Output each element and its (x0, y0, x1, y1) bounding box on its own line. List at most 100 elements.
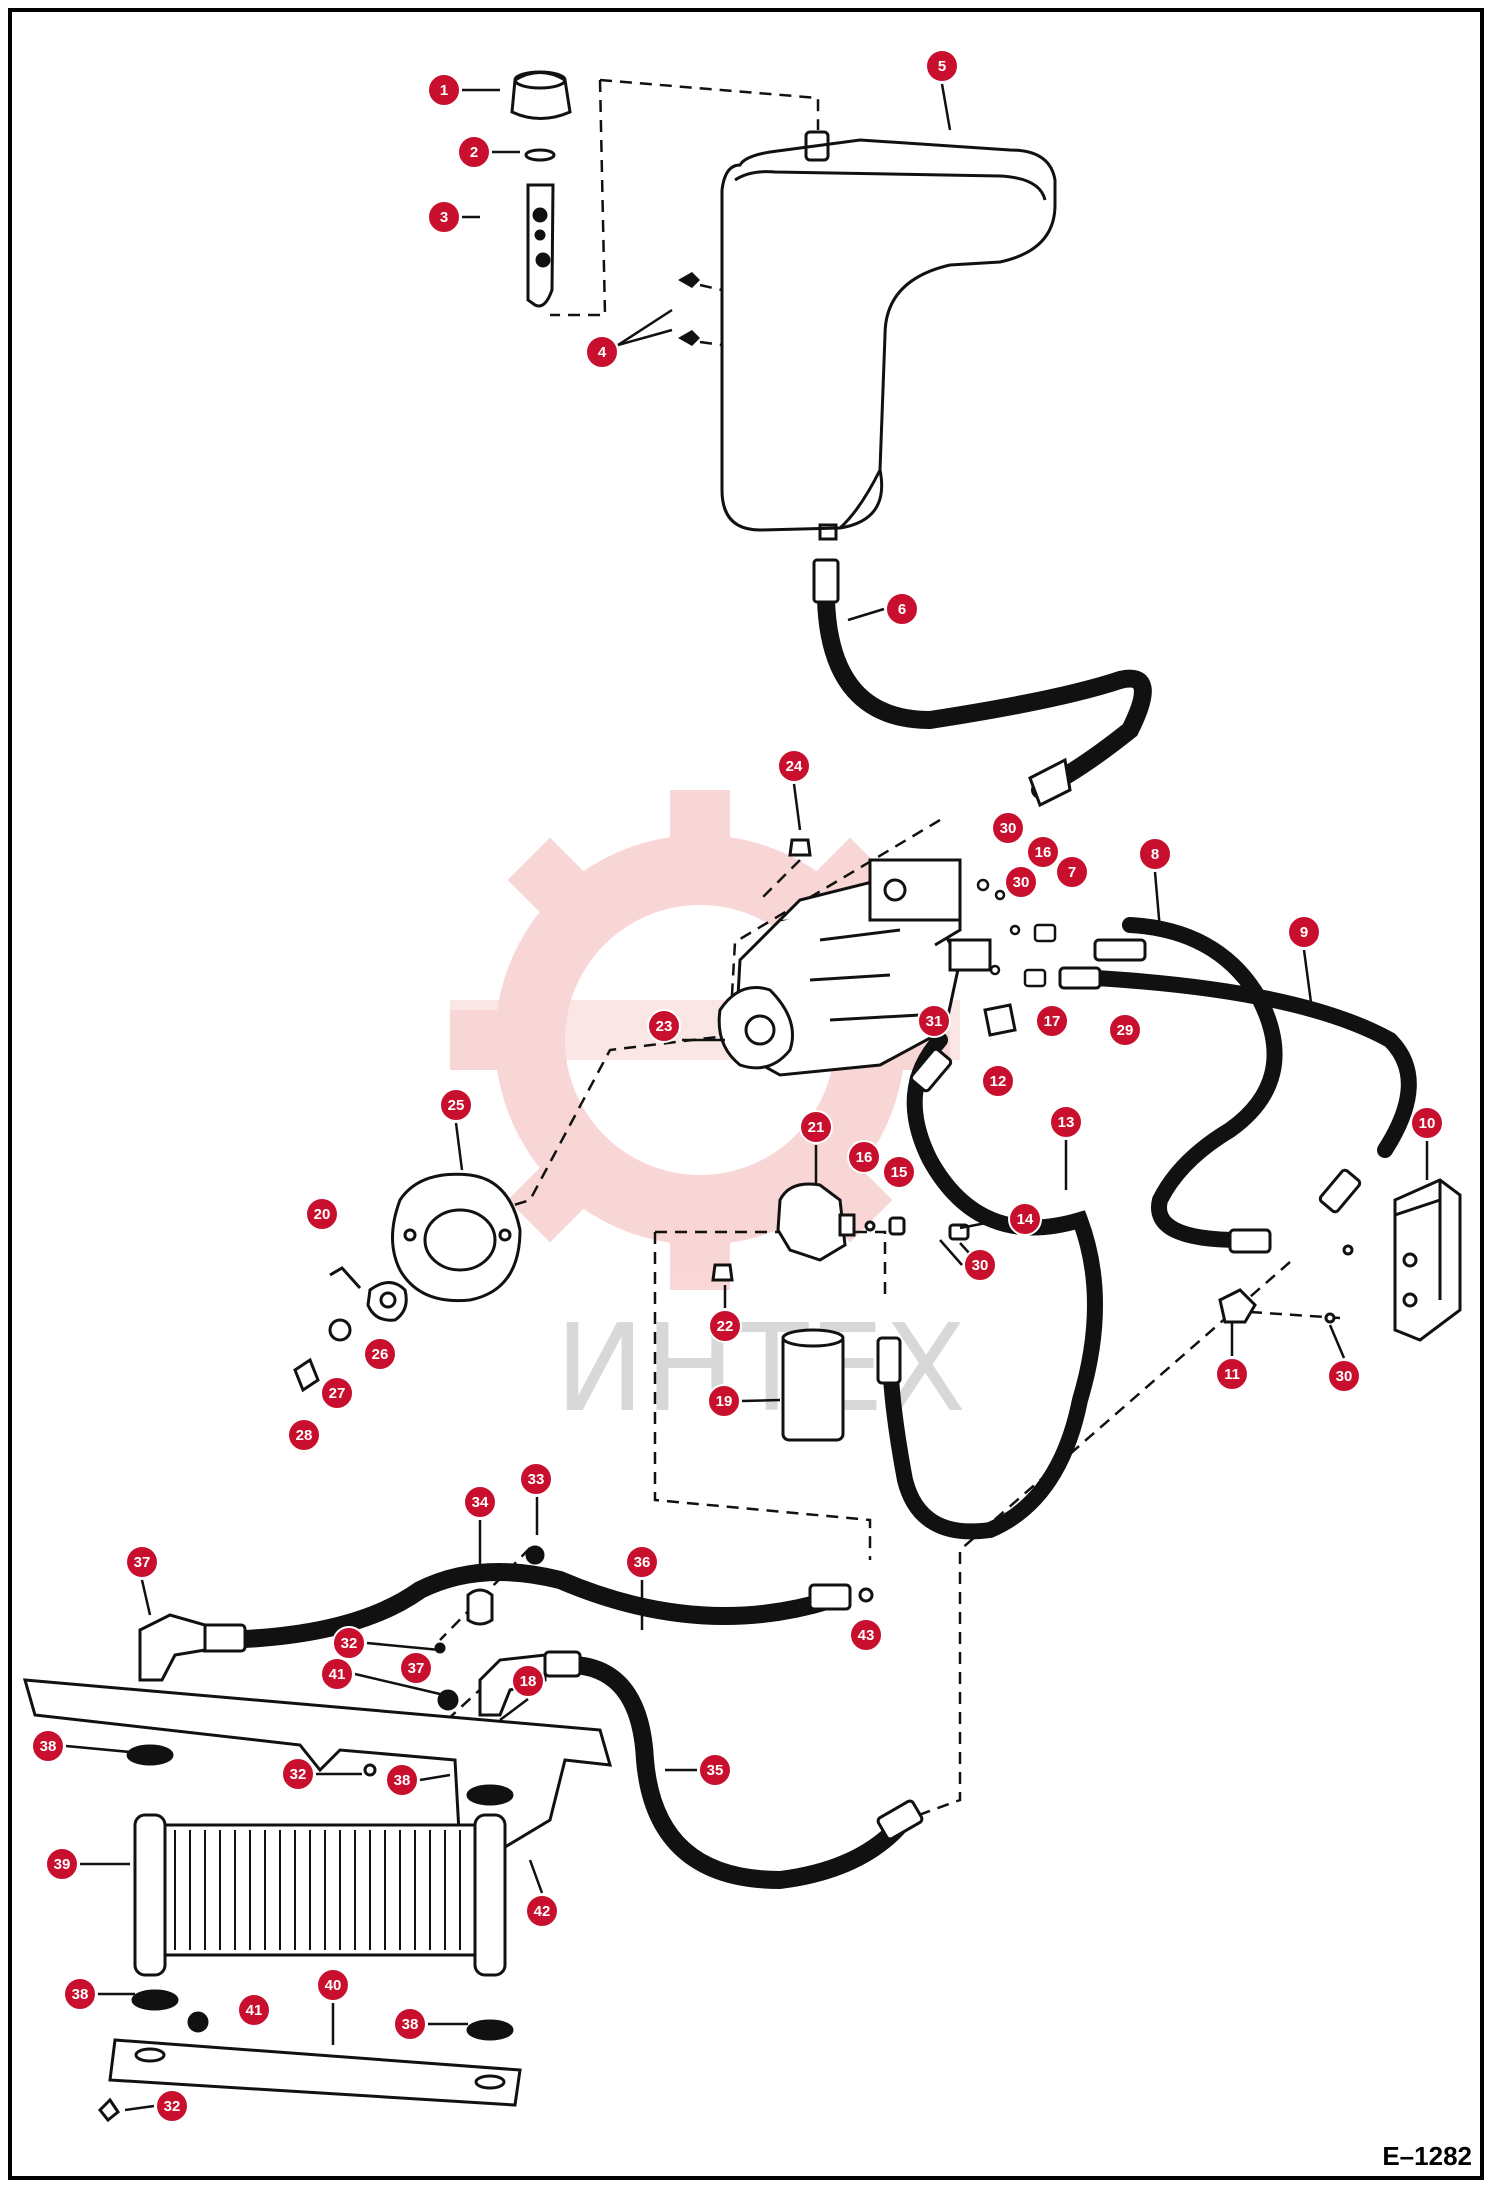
callout-number: 32 (164, 2098, 181, 2115)
callout-number: 38 (40, 1738, 57, 1755)
callout-number: 37 (134, 1554, 151, 1571)
callout-7: 7 (1055, 855, 1089, 889)
callout-17: 17 (1035, 1004, 1069, 1038)
callout-24: 24 (777, 749, 811, 783)
callout-number: 15 (891, 1164, 908, 1181)
callout-23: 23 (647, 1009, 681, 1043)
callout-3: 3 (427, 200, 461, 234)
callout-number: 32 (290, 1766, 307, 1783)
callout-11: 11 (1215, 1357, 1249, 1391)
hydraulic-tank (720, 130, 1057, 541)
callout-36: 36 (625, 1545, 659, 1579)
callout-40: 40 (316, 1968, 350, 2002)
callout-marker (1287, 915, 1321, 949)
callout-number: 9 (1300, 924, 1308, 941)
callout-marker (625, 1545, 659, 1579)
callout-number: 38 (394, 1772, 411, 1789)
watermark-text: ИНТЕХ (555, 1300, 966, 1439)
callout-marker (1055, 855, 1089, 889)
callout-marker (1138, 837, 1172, 871)
callout-number: 43 (858, 1627, 875, 1644)
callout-marker (31, 1729, 65, 1763)
callout-38: 38 (63, 1977, 97, 2011)
callout-marker (799, 1110, 833, 1144)
callout-27: 27 (320, 1376, 354, 1410)
callout-number: 18 (520, 1673, 537, 1690)
callout-marker (849, 1618, 883, 1652)
callout-number: 30 (972, 1257, 989, 1274)
callout-number: 7 (1068, 864, 1076, 881)
callout-41: 41 (237, 1993, 271, 2027)
callout-32: 32 (332, 1626, 366, 1660)
callout-number: 29 (1117, 1022, 1134, 1039)
hose-clamp (466, 1588, 494, 1626)
callout-marker (281, 1757, 315, 1791)
callout-number: 4 (598, 344, 607, 361)
callout-43: 43 (849, 1618, 883, 1652)
callout-marker (63, 1977, 97, 2011)
callout-marker (393, 2007, 427, 2041)
callout-marker (320, 1376, 354, 1410)
callout-marker (463, 1485, 497, 1519)
callout-marker (1026, 835, 1060, 869)
callout-marker (1410, 1106, 1444, 1140)
callout-number: 30 (1336, 1368, 1353, 1385)
callout-9: 9 (1287, 915, 1321, 949)
callout-number: 37 (408, 1660, 425, 1677)
callout-number: 1 (440, 82, 448, 99)
callout-6: 6 (885, 592, 919, 626)
callout-marker (1008, 1202, 1042, 1236)
callout-14: 14 (1008, 1202, 1042, 1236)
callout-number: 42 (534, 1903, 551, 1920)
callout-32: 32 (155, 2089, 189, 2123)
control-valve (1324, 1178, 1462, 1342)
callout-38: 38 (385, 1763, 419, 1797)
callout-35: 35 (698, 1753, 732, 1787)
callout-number: 25 (448, 1097, 465, 1114)
callout-number: 30 (1000, 820, 1017, 837)
callout-marker (708, 1309, 742, 1343)
callout-marker (585, 335, 619, 369)
callout-30: 30 (963, 1248, 997, 1282)
callout-number: 17 (1044, 1013, 1061, 1030)
callout-number: 27 (329, 1385, 346, 1402)
callout-31: 31 (917, 1004, 951, 1038)
callout-marker (885, 592, 919, 626)
callout-marker (316, 1968, 350, 2002)
diagram-code: E–1282 (1382, 2141, 1472, 2171)
callout-marker (525, 1894, 559, 1928)
callout-marker (125, 1545, 159, 1579)
callout-number: 8 (1151, 846, 1159, 863)
callout-19: 19 (707, 1384, 741, 1418)
callout-5: 5 (925, 49, 959, 83)
callout-marker (647, 1009, 681, 1043)
callout-number: 35 (707, 1762, 724, 1779)
callout-marker (1327, 1359, 1361, 1393)
callout-marker (698, 1753, 732, 1787)
callout-number: 10 (1419, 1115, 1436, 1132)
callout-2: 2 (457, 135, 491, 169)
diagram-frame (8, 8, 1484, 2180)
callout-12: 12 (981, 1064, 1015, 1098)
callout-37: 37 (399, 1651, 433, 1685)
callout-38: 38 (393, 2007, 427, 2041)
callout-marker (332, 1626, 366, 1660)
callout-15: 15 (882, 1155, 916, 1189)
callout-marker (1004, 865, 1038, 899)
leader-lines (65, 83, 1429, 2112)
callout-marker (925, 49, 959, 83)
callout-number: 28 (296, 1427, 313, 1444)
callout-32: 32 (281, 1757, 315, 1791)
callout-number: 19 (716, 1393, 733, 1410)
callout-marker (1035, 1004, 1069, 1038)
callout-33: 33 (519, 1462, 553, 1496)
callout-number: 13 (1058, 1114, 1075, 1131)
callout-25: 25 (439, 1088, 473, 1122)
callout-number: 22 (717, 1318, 734, 1335)
callout-1: 1 (427, 73, 461, 107)
callout-16: 16 (847, 1140, 881, 1174)
callout-number: 16 (1035, 844, 1052, 861)
callout-marker (981, 1064, 1015, 1098)
